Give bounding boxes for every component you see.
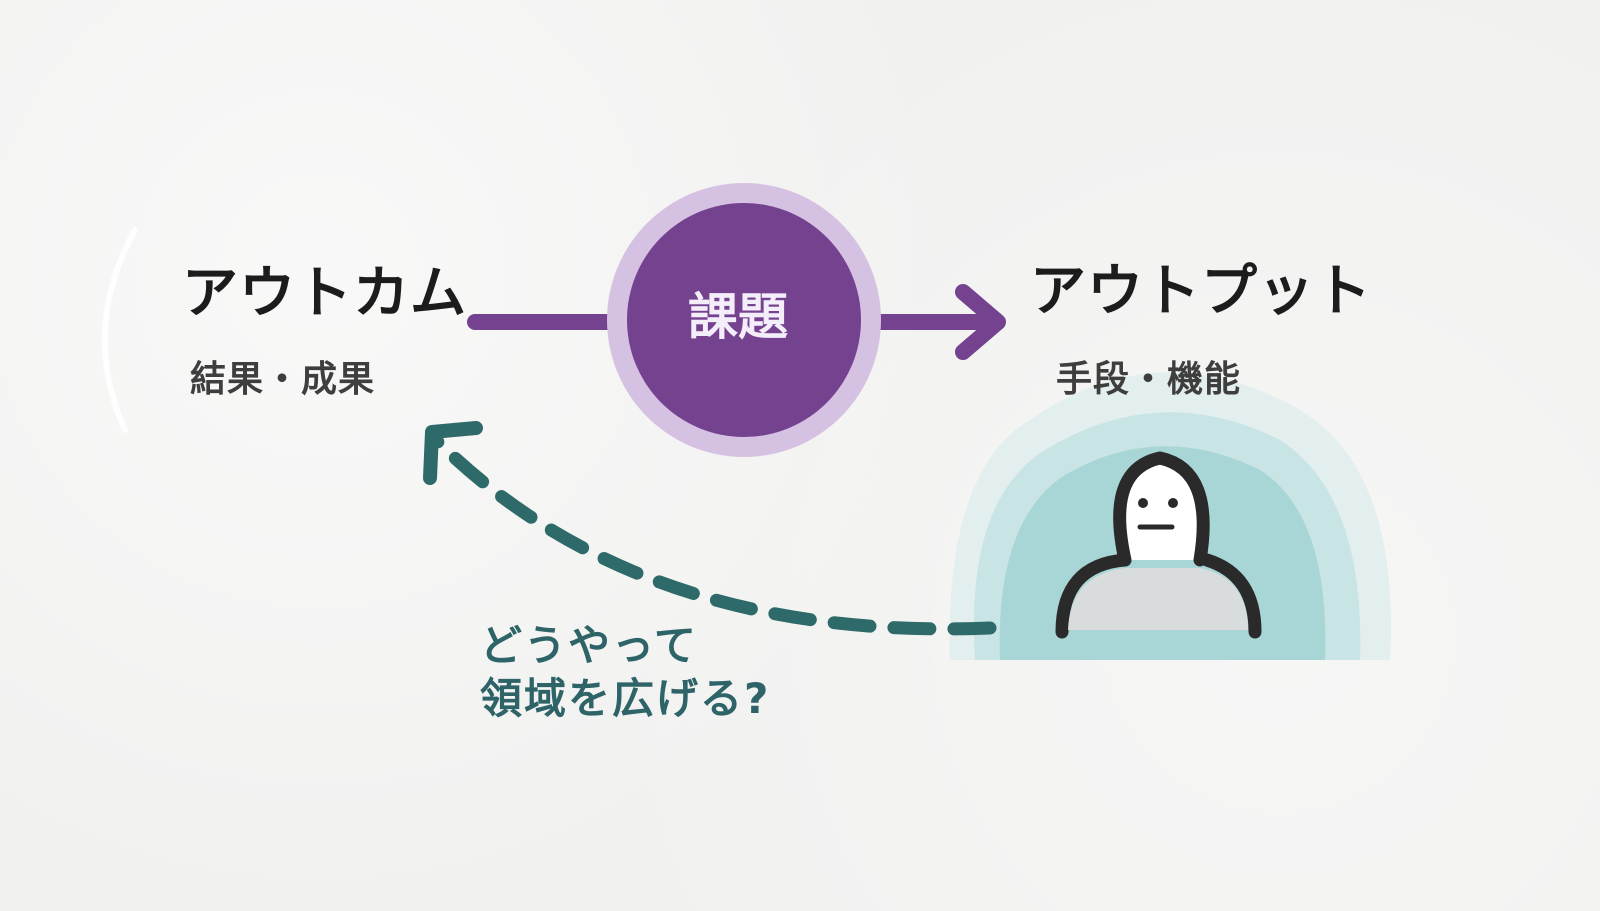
return-arrow-head bbox=[423, 421, 483, 485]
issue-circle bbox=[627, 203, 861, 437]
person-icon bbox=[1055, 451, 1262, 639]
decorative-arc bbox=[101, 227, 138, 433]
outcome-subtitle: 結果・成果 bbox=[190, 359, 376, 400]
question-line-2: 領域を広げる? bbox=[480, 673, 771, 723]
outcome-title: アウトカム bbox=[182, 261, 467, 326]
main-arrow-head bbox=[955, 284, 1006, 360]
question-line-1: どうやって bbox=[480, 621, 698, 670]
output-subtitle: 手段・機能 bbox=[1056, 359, 1242, 400]
return-arrow-line bbox=[429, 433, 997, 636]
issue-label: 課題 bbox=[688, 288, 788, 346]
question-text: どうやって 領域を広げる? bbox=[480, 620, 770, 725]
output-title: アウトプット bbox=[1030, 259, 1372, 324]
